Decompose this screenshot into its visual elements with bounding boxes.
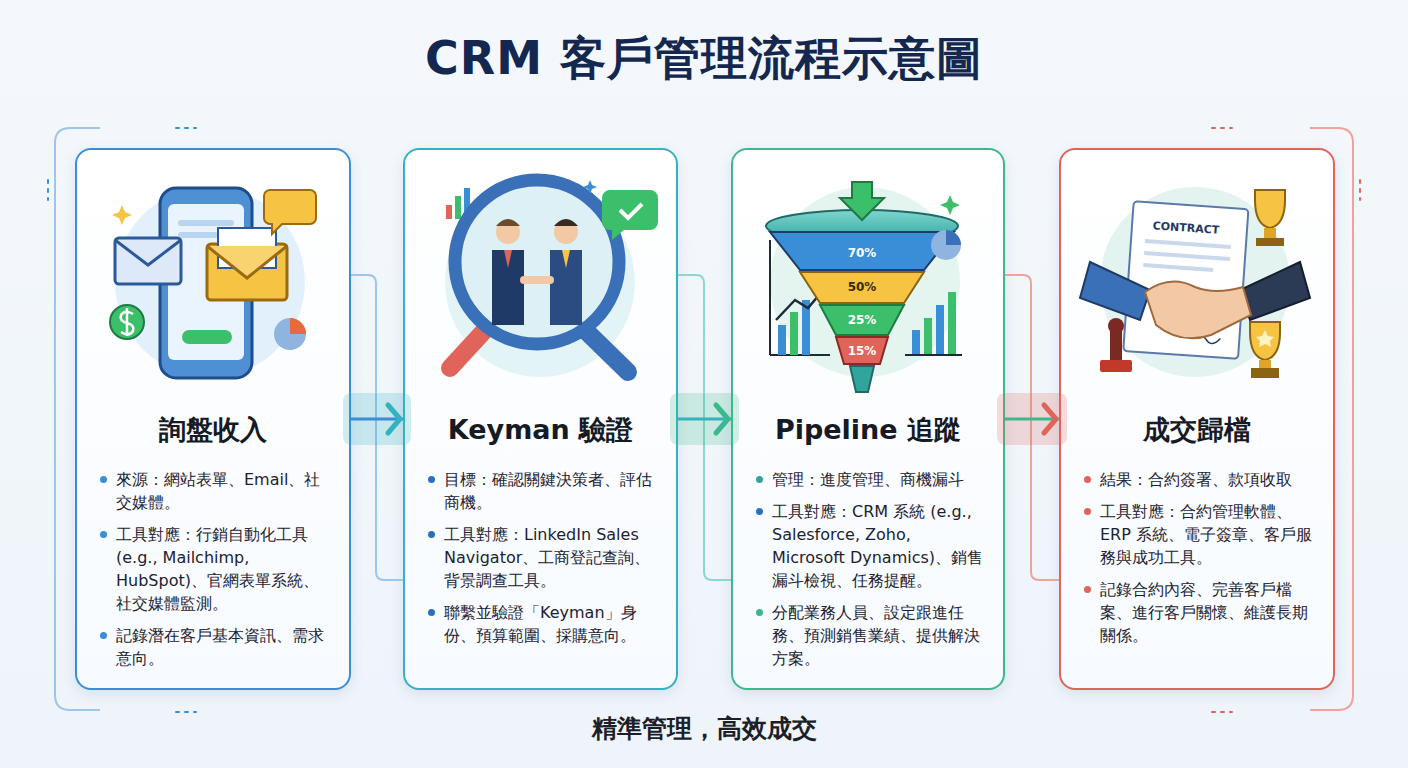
arrow-line bbox=[678, 418, 731, 421]
bullet-item: 管理：進度管理、商機漏斗 bbox=[755, 468, 987, 491]
bullet-text: 來源：網站表單、Email、社交媒體。 bbox=[116, 470, 320, 512]
bullet-text: 分配業務人員、設定跟進任務、預測銷售業績、提供解決方案。 bbox=[772, 603, 980, 668]
bullet-dot bbox=[1084, 476, 1091, 483]
bullet-item: 工具對應：合約管理軟體、ERP 系統、電子簽章、客戶服務與成功工具。 bbox=[1083, 500, 1317, 569]
flow-arrow bbox=[670, 393, 739, 445]
bullet-dot bbox=[1084, 586, 1091, 593]
flow-arrow bbox=[997, 393, 1067, 445]
bullet-dot bbox=[428, 476, 435, 483]
arrow-band bbox=[343, 393, 411, 445]
frame-lines bbox=[48, 128, 1360, 712]
arrow-head bbox=[388, 405, 400, 433]
bullet-text: 目標：確認關鍵決策者、評估商機。 bbox=[444, 470, 652, 512]
bullet-text: 工具對應：LinkedIn Sales Navigator、工商登記查詢、背景調… bbox=[444, 525, 650, 590]
bullet-item: 結果：合約簽署、款項收取 bbox=[1083, 468, 1317, 491]
bullet-dot bbox=[1084, 508, 1091, 515]
bullet-dot bbox=[428, 531, 435, 538]
arrow-line bbox=[351, 418, 403, 421]
diagram-title: CRM 客戶管理流程示意圖 bbox=[0, 28, 1408, 90]
card-heading: 詢盤收入 bbox=[77, 412, 349, 448]
funnel-percent: 70% bbox=[848, 246, 877, 260]
funnel-percent: 50% bbox=[848, 280, 877, 294]
bullet-text: 記錄合約內容、完善客戶檔案、進行客戶關懷、維護長期關係。 bbox=[1100, 580, 1308, 645]
card-body: 結果：合約簽署、款項收取工具對應：合約管理軟體、ERP 系統、電子簽章、客戶服務… bbox=[1083, 468, 1317, 656]
card-heading: Pipeline 追蹤 bbox=[733, 412, 1003, 448]
funnel-percent: 25% bbox=[848, 313, 877, 327]
bullet-dot bbox=[428, 609, 435, 616]
bullet-item: 目標：確認關鍵決策者、評估商機。 bbox=[427, 468, 660, 514]
bullet-item: 工具對應：行銷自動化工具 (e.g., Mailchimp, HubSpot)、… bbox=[99, 523, 333, 615]
bullet-item: 來源：網站表單、Email、社交媒體。 bbox=[99, 468, 333, 514]
bullet-text: 結果：合約簽署、款項收取 bbox=[1100, 470, 1292, 489]
bullet-dot bbox=[756, 609, 763, 616]
bullet-item: 分配業務人員、設定跟進任務、預測銷售業績、提供解決方案。 bbox=[755, 601, 987, 670]
bullet-text: 工具對應：合約管理軟體、ERP 系統、電子簽章、客戶服務與成功工具。 bbox=[1100, 502, 1312, 567]
arrow-line bbox=[1005, 418, 1059, 421]
bullet-dot bbox=[100, 531, 107, 538]
arrow-band bbox=[997, 393, 1067, 445]
bullet-text: 記錄潛在客戶基本資訊、需求意向。 bbox=[116, 626, 324, 668]
arrow-head bbox=[1044, 405, 1056, 433]
card-body: 來源：網站表單、Email、社交媒體。工具對應：行銷自動化工具 (e.g., M… bbox=[99, 468, 333, 679]
bullet-text: 工具對應：CRM 系統 (e.g., Salesforce, Zoho, Mic… bbox=[772, 502, 983, 590]
arrow-band bbox=[670, 393, 739, 445]
bullet-dot bbox=[756, 508, 763, 515]
card-heading: 成交歸檔 bbox=[1061, 412, 1333, 448]
arrow-head bbox=[716, 405, 728, 433]
diagram-caption: 精準管理，高效成交 bbox=[0, 712, 1408, 745]
bullet-item: 記錄合約內容、完善客戶檔案、進行客戶關懷、維護長期關係。 bbox=[1083, 578, 1317, 647]
card-heading: Keyman 驗證 bbox=[405, 412, 676, 448]
bullet-item: 聯繫並驗證「Keyman」身份、預算範圍、採購意向。 bbox=[427, 601, 660, 647]
bullet-text: 管理：進度管理、商機漏斗 bbox=[772, 470, 964, 489]
card-body: 目標：確認關鍵決策者、評估商機。工具對應：LinkedIn Sales Navi… bbox=[427, 468, 660, 656]
card-body: 管理：進度管理、商機漏斗工具對應：CRM 系統 (e.g., Salesforc… bbox=[755, 468, 987, 679]
flow-arrow bbox=[343, 393, 411, 445]
bullet-dot bbox=[756, 476, 763, 483]
bullet-text: 工具對應：行銷自動化工具 (e.g., Mailchimp, HubSpot)、… bbox=[116, 525, 319, 613]
bullet-item: 記錄潛在客戶基本資訊、需求意向。 bbox=[99, 624, 333, 670]
bullet-dot bbox=[100, 476, 107, 483]
bullet-item: 工具對應：LinkedIn Sales Navigator、工商登記查詢、背景調… bbox=[427, 523, 660, 592]
bullet-item: 工具對應：CRM 系統 (e.g., Salesforce, Zoho, Mic… bbox=[755, 500, 987, 592]
bullet-text: 聯繫並驗證「Keyman」身份、預算範圍、採購意向。 bbox=[444, 603, 637, 645]
bullet-dot bbox=[100, 632, 107, 639]
funnel-percent: 15% bbox=[848, 344, 877, 358]
